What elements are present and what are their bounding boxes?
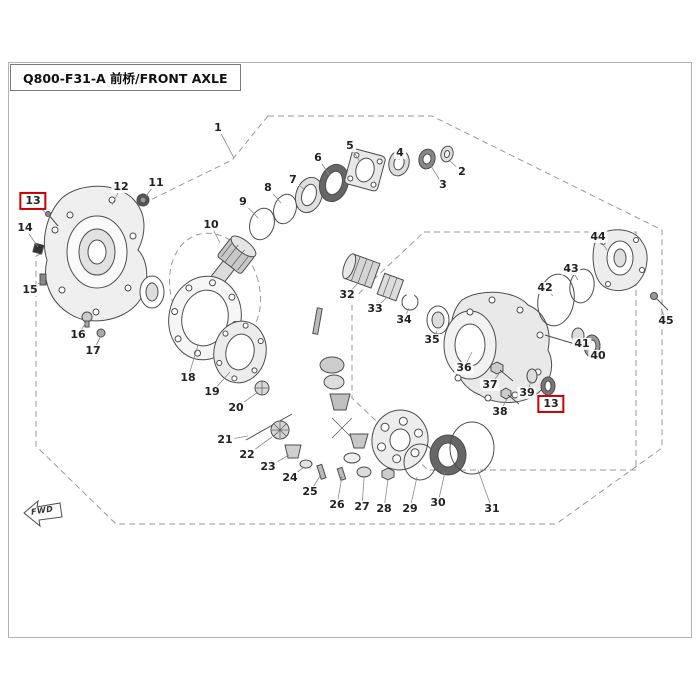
part-callout-23[interactable]: 23 bbox=[258, 459, 278, 474]
part-callout-7[interactable]: 7 bbox=[287, 172, 299, 187]
part-callout-38[interactable]: 38 bbox=[490, 404, 510, 419]
part-callout-8[interactable]: 8 bbox=[262, 180, 274, 195]
drive-flange bbox=[344, 148, 386, 192]
part-callout-37[interactable]: 37 bbox=[480, 377, 500, 392]
part-callout-15[interactable]: 15 bbox=[20, 282, 40, 297]
part-callout-26[interactable]: 26 bbox=[327, 497, 347, 512]
part-callout-1[interactable]: 1 bbox=[212, 120, 224, 135]
front-axle-cover bbox=[43, 185, 165, 322]
part-callout-45[interactable]: 45 bbox=[656, 313, 676, 328]
part-callout-6[interactable]: 6 bbox=[312, 150, 324, 165]
part-callout-27[interactable]: 27 bbox=[352, 499, 372, 514]
part-callout-33[interactable]: 33 bbox=[365, 301, 385, 316]
part-callout-42[interactable]: 42 bbox=[535, 280, 555, 295]
part-callout-24[interactable]: 24 bbox=[280, 470, 300, 485]
diagram-border bbox=[8, 62, 692, 638]
part-callout-29[interactable]: 29 bbox=[400, 501, 420, 516]
pinion-shaft-rings bbox=[249, 145, 454, 241]
part-callout-44[interactable]: 44 bbox=[588, 229, 608, 244]
part-callout-4[interactable]: 4 bbox=[394, 145, 406, 160]
part-callout-35[interactable]: 35 bbox=[422, 332, 442, 347]
part-callout-41[interactable]: 41 bbox=[572, 336, 592, 351]
part-callout-9[interactable]: 9 bbox=[237, 194, 249, 209]
ring-gear-carrier bbox=[213, 320, 267, 384]
part-callout-21[interactable]: 21 bbox=[215, 432, 235, 447]
part-callout-40[interactable]: 40 bbox=[588, 348, 608, 363]
part-callout-10[interactable]: 10 bbox=[201, 217, 221, 232]
part-callout-28[interactable]: 28 bbox=[374, 501, 394, 516]
part-callout-5[interactable]: 5 bbox=[344, 138, 356, 153]
fwd-arrow-icon bbox=[23, 499, 63, 528]
cover-small-parts bbox=[32, 193, 150, 338]
part-callout-3[interactable]: 3 bbox=[437, 177, 449, 192]
part-callout-36[interactable]: 36 bbox=[454, 360, 474, 375]
part-callout-18[interactable]: 18 bbox=[178, 370, 198, 385]
part-callout-32[interactable]: 32 bbox=[337, 287, 357, 302]
part-callout-34[interactable]: 34 bbox=[394, 312, 414, 327]
part-callout-43[interactable]: 43 bbox=[561, 261, 581, 276]
part-callout-19[interactable]: 19 bbox=[202, 384, 222, 399]
part-callout-39[interactable]: 39 bbox=[517, 385, 537, 400]
part-callout-13-highlighted[interactable]: 13 bbox=[537, 394, 565, 414]
part-callout-11[interactable]: 11 bbox=[146, 175, 166, 190]
right-housing-assembly bbox=[342, 229, 669, 405]
part-callout-30[interactable]: 30 bbox=[428, 495, 448, 510]
part-callout-20[interactable]: 20 bbox=[226, 400, 246, 415]
part-callout-17[interactable]: 17 bbox=[83, 343, 103, 358]
part-callout-22[interactable]: 22 bbox=[237, 447, 257, 462]
part-callout-31[interactable]: 31 bbox=[482, 501, 502, 516]
part-callout-25[interactable]: 25 bbox=[300, 484, 320, 499]
part-callout-14[interactable]: 14 bbox=[15, 220, 35, 235]
differential-gears bbox=[245, 307, 369, 481]
part-callout-16[interactable]: 16 bbox=[68, 327, 88, 342]
part-callout-13-highlighted[interactable]: 13 bbox=[19, 191, 47, 211]
part-callout-12[interactable]: 12 bbox=[111, 179, 131, 194]
output-flange-seals bbox=[356, 409, 495, 481]
diagram-title: Q800-F31-A 前桥/FRONT AXLE bbox=[10, 64, 241, 91]
part-callout-2[interactable]: 2 bbox=[456, 164, 468, 179]
